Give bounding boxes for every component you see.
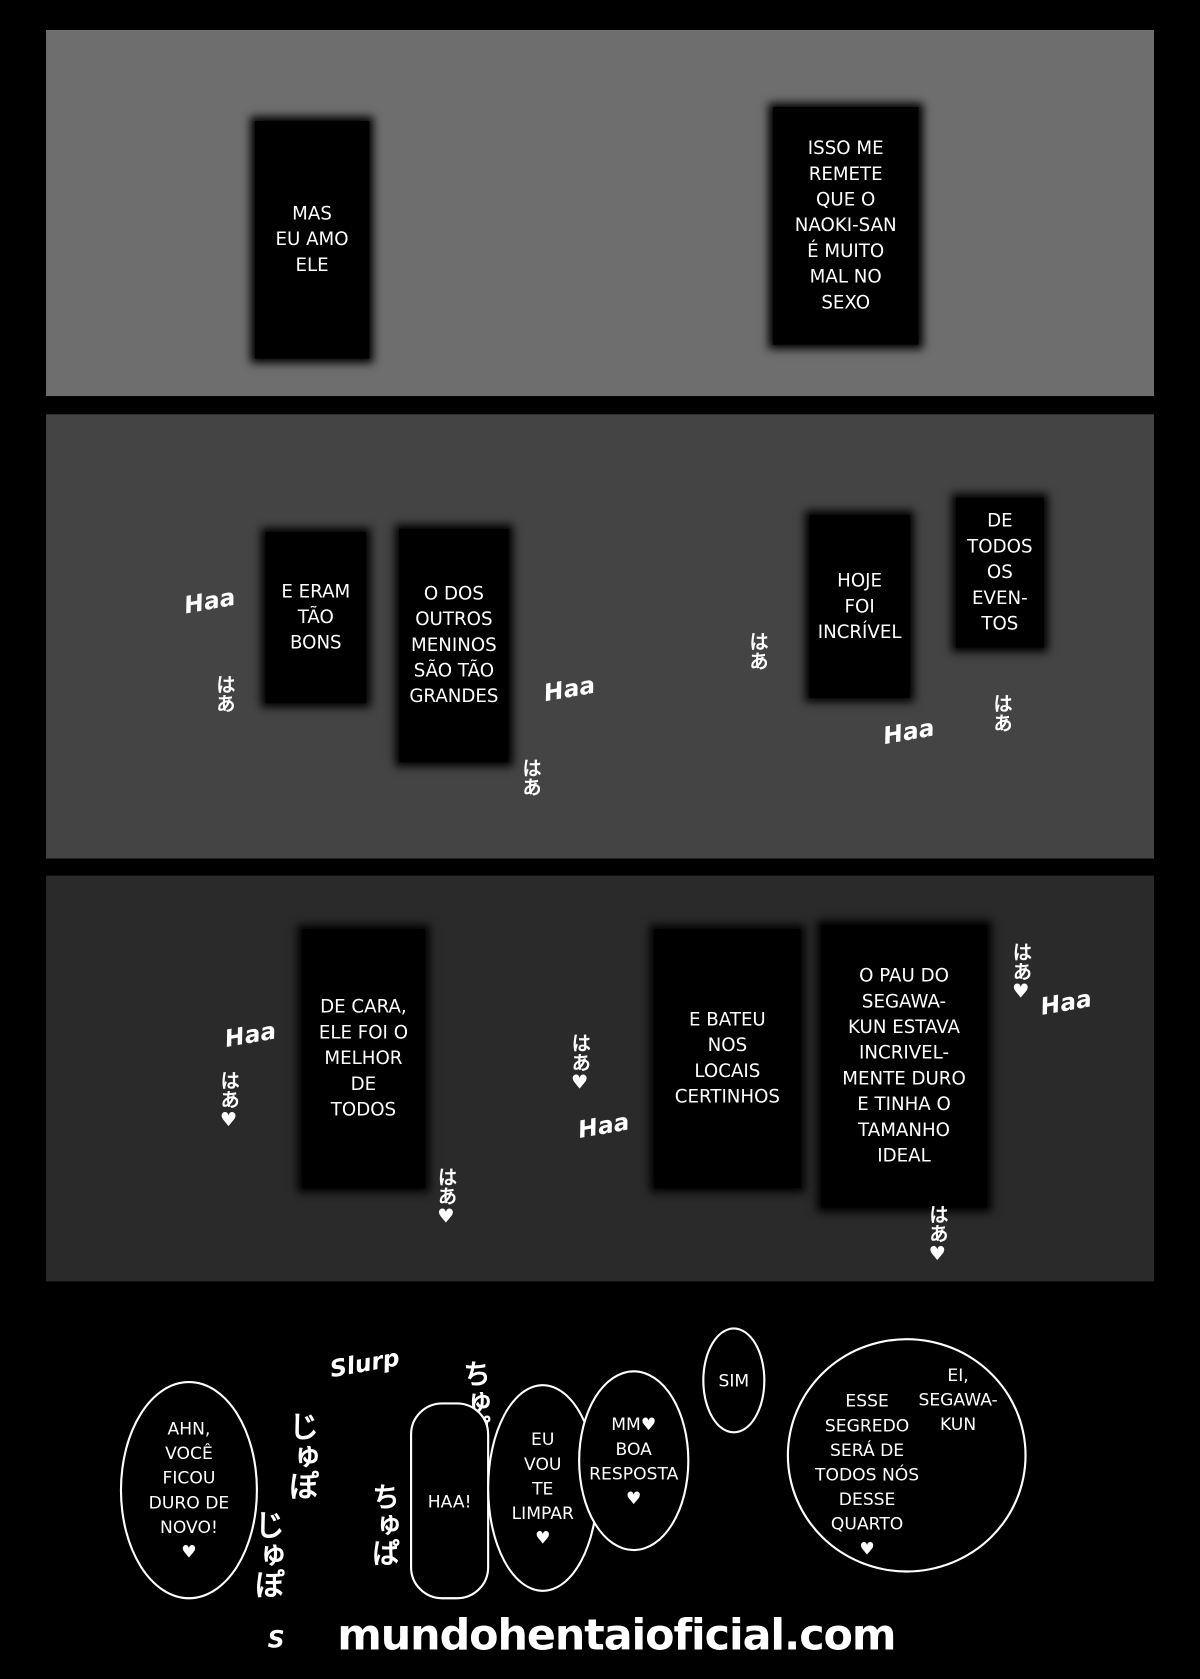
caption-box: E ERAM TÃO BONS [265,532,367,704]
caption-box: E BATEU NOS LOCAIS CERTINHOS [654,929,801,1189]
sfx-haa-jp: はあ♥ [434,1166,458,1228]
sfx-haa-jp: はあ♥ [925,1204,949,1266]
caption-box: O DOS OUTROS MENINOS SÃO TÃO GRANDES [399,528,509,763]
sfx-slurp: Slurp [327,1345,402,1384]
speech-bubble [786,1338,1027,1573]
caption-box: O PAU DO SEGAWA- KUN ESTAVA INCRIVEL- ME… [821,924,988,1208]
sfx-haa-jp: はあ♥ [217,1070,240,1132]
sfx-jupo: じゅぽ [284,1410,321,1501]
sfx-haa-jp: はあ♥ [568,1033,591,1095]
caption-box: MAS EU AMO ELE [254,120,370,359]
panel-3 [46,875,1154,1282]
caption-box: DE CARA, ELE FOI O MELHOR DE TODOS [301,929,425,1189]
speech-bubble: HAA! [410,1402,490,1600]
sfx-haa-jp: はあ♥ [1009,942,1032,1004]
sfx-haa-jp: はあ [990,693,1013,733]
sfx-haa-jp: はあ [519,757,542,797]
caption-box: DE TODOS OS EVEN- TOS [955,497,1044,648]
caption-box: ISSO ME REMETE QUE O NAOKI-SAN É MUITO M… [772,107,919,345]
sfx-haa-jp: はあ [213,674,236,713]
speech-bubble: SIM [702,1327,766,1434]
sfx-haa-jp: はあ [746,631,769,671]
panel-1 [46,29,1154,397]
speech-bubble: AHN, VOCÊ FICOU DURO DE NOVO! ♥ [119,1380,258,1600]
speech-text: EI, SEGAWA- KUN [918,1364,998,1435]
sfx-s: S [267,1627,285,1654]
watermark: mundohentaioficial.com [337,1611,896,1661]
caption-box: HOJE FOI INCRÍVEL [809,514,910,698]
sfx-chupa: ちゅぱ [367,1482,400,1567]
speech-bubble: MM♥ BOA RESPOSTA ♥ [578,1370,690,1552]
sfx-jupo: じゅぽ [250,1509,286,1600]
speech-text: ESSE SEGREDO SERÁ DE TODOS NÓS DESSE QUA… [815,1390,920,1559]
